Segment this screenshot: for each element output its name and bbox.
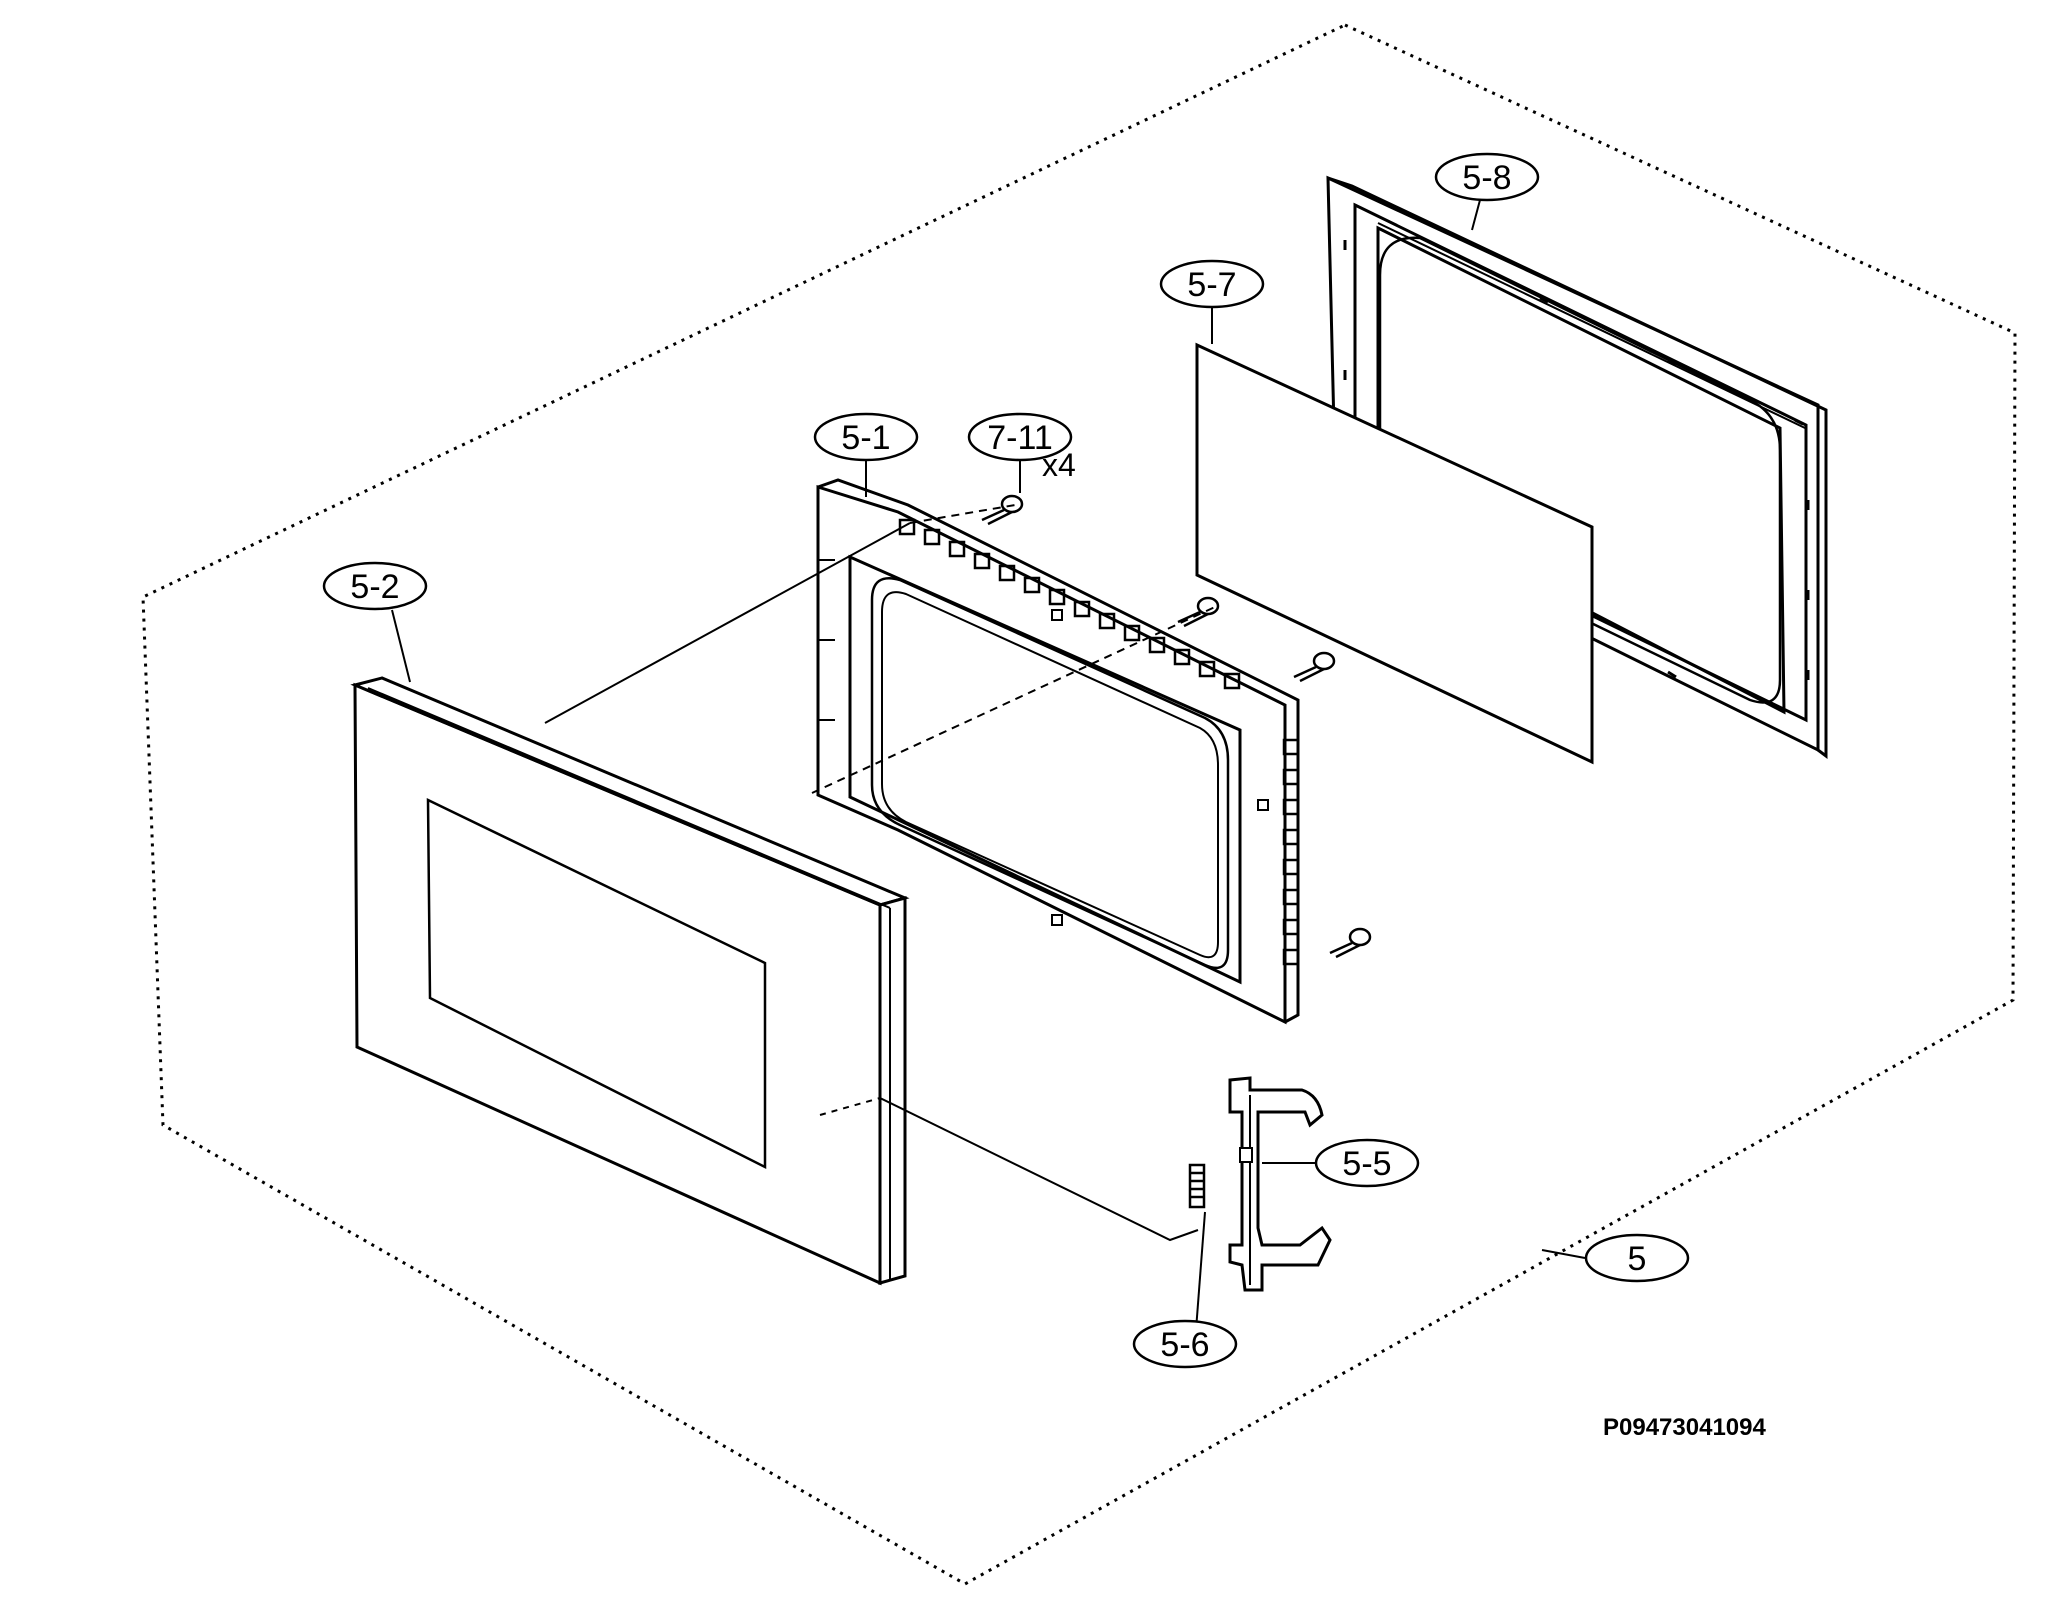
leader-lines — [391, 199, 1586, 1331]
callout-5-2: 5-2 — [322, 561, 428, 611]
door-back-frame — [1326, 175, 1828, 759]
callout-label: 5-1 — [841, 419, 890, 457]
quantity-note: x4 — [1042, 447, 1076, 483]
callout-label: 5-5 — [1342, 1145, 1391, 1183]
callout-label: 5 — [1628, 1240, 1647, 1278]
screw — [1329, 927, 1372, 959]
outer-door-panel — [350, 676, 910, 1286]
callout-5-1: 5-1 — [813, 412, 919, 462]
callout-5-6: 5-6 — [1132, 1319, 1238, 1369]
callout-label: 5-6 — [1160, 1326, 1209, 1364]
callout-label: 7-11 — [987, 419, 1053, 457]
callout-label: 5-2 — [350, 568, 399, 606]
callout-label: 5-7 — [1187, 266, 1236, 304]
callout-5-5: 5-5 — [1314, 1138, 1420, 1188]
callout-5: 5 — [1584, 1233, 1690, 1283]
screw — [1177, 596, 1220, 628]
callout-label: 5-8 — [1462, 159, 1511, 197]
screw — [981, 494, 1024, 526]
latch-spring — [1188, 1163, 1206, 1209]
screw — [1293, 651, 1336, 683]
callout-5-8: 5-8 — [1434, 152, 1540, 202]
glass-panel — [1195, 342, 1594, 765]
callout-5-7: 5-7 — [1159, 259, 1265, 309]
drawing-code: P09473041094 — [1603, 1414, 1766, 1441]
callout-7-11: 7-11 — [967, 412, 1073, 462]
door-latch — [1228, 1076, 1332, 1292]
door-inner-frame — [816, 478, 1300, 1025]
